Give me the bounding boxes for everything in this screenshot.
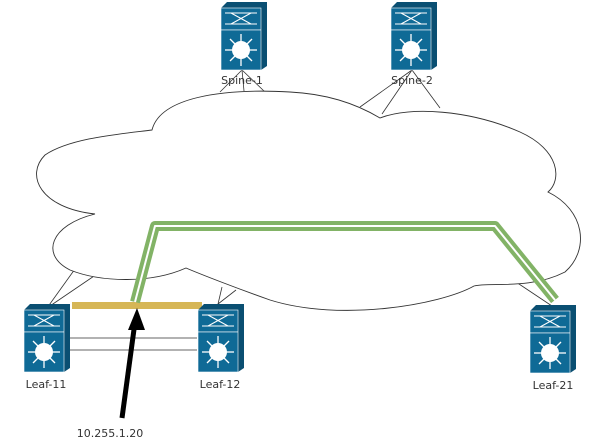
switch-icon-leaf-11[interactable] — [23, 303, 71, 373]
node-label-spine-2: Spine-2 — [391, 74, 433, 87]
switch-icon-leaf-12[interactable] — [197, 303, 245, 373]
uplink-lines — [46, 69, 553, 309]
node-label-spine-1: Spine-1 — [221, 74, 263, 87]
switch-icon-leaf-21[interactable] — [529, 304, 577, 374]
cloud-icon — [36, 90, 581, 311]
vpc-bar — [72, 302, 202, 309]
anycast-ip-label: 10.255.1.20 — [77, 427, 143, 440]
node-label-leaf-12: Leaf-12 — [200, 378, 241, 391]
switch-icon-spine-1[interactable] — [220, 1, 268, 71]
arrow-icon — [119, 308, 145, 419]
switch-icon-spine-2[interactable] — [390, 1, 438, 71]
node-label-leaf-21: Leaf-21 — [533, 379, 574, 392]
node-label-leaf-11: Leaf-11 — [26, 378, 67, 391]
